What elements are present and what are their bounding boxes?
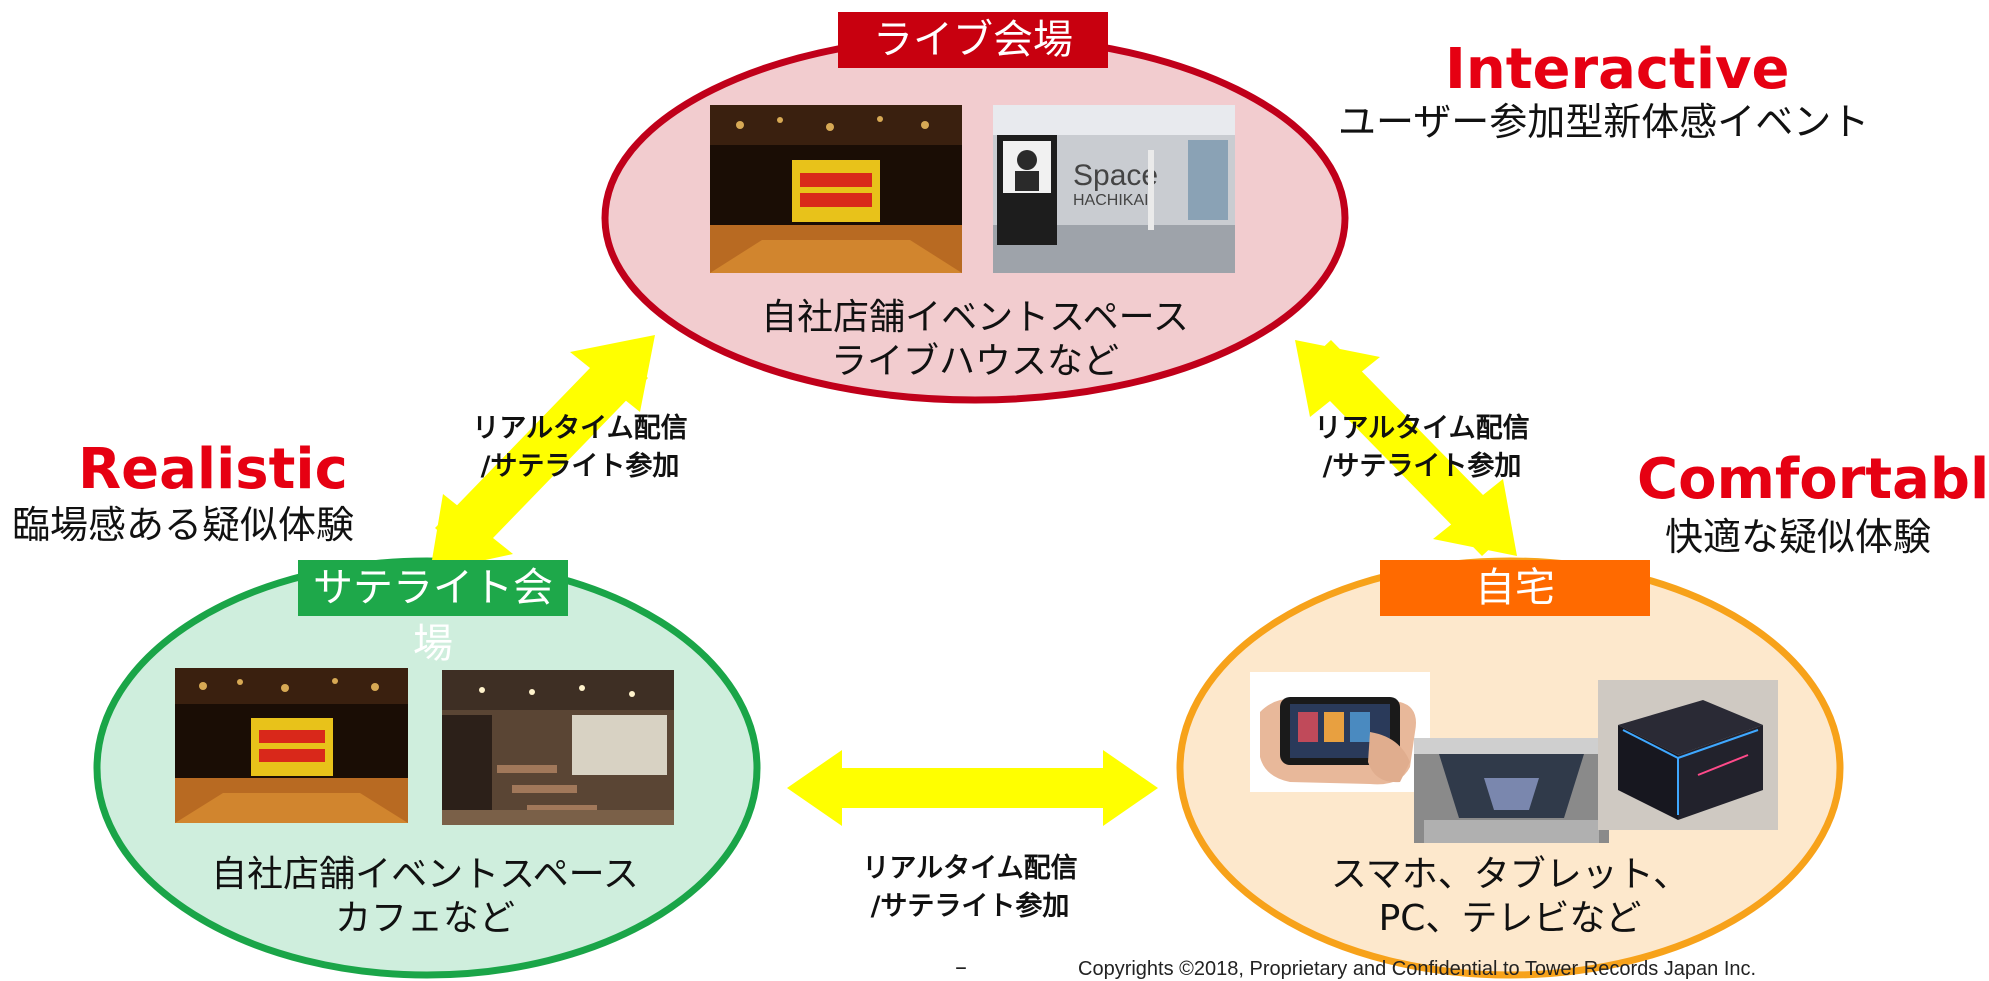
bottom-double-arrow: [787, 750, 1158, 826]
live-venue-caption: 自社店舗イベントスペース ライブハウスなど: [761, 297, 1189, 382]
comfortable-subtitle: 快適な疑似体験: [1665, 515, 1932, 559]
right-double-arrow: [1295, 340, 1517, 556]
home-caption: スマホ、タブレット、 PC、テレビなど: [1330, 854, 1690, 939]
left-arrow-label: リアルタイム配信 /サテライト参加: [472, 413, 688, 482]
svg-text:Space: Space: [1073, 159, 1158, 192]
event-lobby-photo: Space HACHIKAI: [993, 105, 1235, 273]
comfortable-title: Comfortable: [1637, 447, 1989, 512]
realistic-title: Realistic: [78, 437, 348, 502]
display-device-photo: [1414, 738, 1609, 843]
interactive-subtitle: ユーザー参加型新体感イベント: [1338, 100, 1870, 144]
copyright-notice: Copyrights ©2018, Proprietary and Confid…: [1078, 958, 1757, 980]
home-label: 自宅: [1380, 560, 1650, 616]
svg-text:HACHIKAI: HACHIKAI: [1073, 192, 1149, 209]
live-venue-label: ライブ会場: [838, 12, 1108, 68]
hologram-cube-photo: [1598, 680, 1778, 830]
right-arrow-label: リアルタイム配信 /サテライト参加: [1314, 413, 1530, 482]
left-double-arrow: [430, 335, 655, 572]
interactive-title: Interactive: [1445, 37, 1790, 102]
satellite-stage-photo: [175, 668, 408, 823]
bottom-arrow-label: リアルタイム配信 /サテライト参加: [862, 853, 1078, 922]
live-stage-photo: [710, 105, 962, 273]
satellite-venue-label: サテライト会場: [298, 560, 568, 667]
cafe-interior-photo: [442, 670, 674, 825]
realistic-subtitle: 臨場感ある疑似体験: [12, 503, 355, 547]
satellite-venue-caption: 自社店舗イベントスペース カフェなど: [211, 854, 639, 939]
footer-dash: –: [955, 953, 967, 981]
smartphone-in-hand-photo: [1250, 672, 1430, 792]
